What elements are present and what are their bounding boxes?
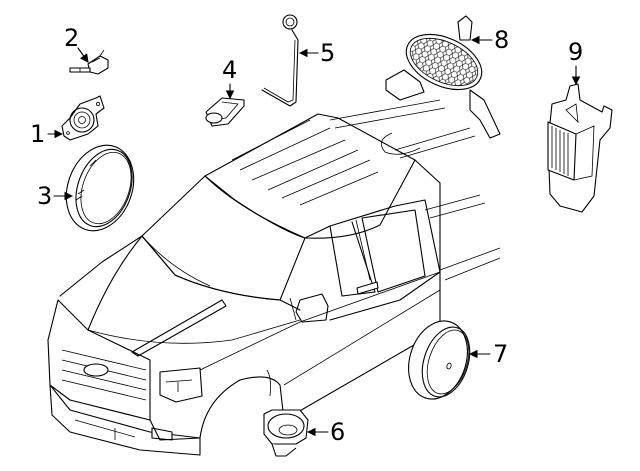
callout-2-arrow <box>77 47 89 63</box>
part-3-speaker-ring <box>65 144 135 232</box>
part-7-door-speaker <box>408 320 471 400</box>
callout-7-label: 7 <box>493 340 509 368</box>
part-4-microphone <box>205 97 245 127</box>
callout-2-label: 2 <box>64 24 80 52</box>
callout-8-label: 8 <box>494 26 510 54</box>
callout-9-label: 9 <box>568 38 584 66</box>
part-6-small-speaker <box>263 409 309 457</box>
part-8-subwoofer <box>385 15 501 139</box>
callout-3-label: 3 <box>37 182 53 210</box>
callout-5-label: 5 <box>320 39 336 67</box>
part-5-antenna-cable <box>261 14 299 107</box>
callout-1-label: 1 <box>30 120 46 148</box>
callout-4-label: 4 <box>222 56 238 84</box>
part-2-connector <box>69 49 109 75</box>
callout-arrows <box>47 35 581 437</box>
part-1-tweeter <box>61 95 105 141</box>
truck-body <box>47 99 501 456</box>
part-9-amplifier <box>547 83 613 213</box>
callout-6-label: 6 <box>330 418 346 446</box>
